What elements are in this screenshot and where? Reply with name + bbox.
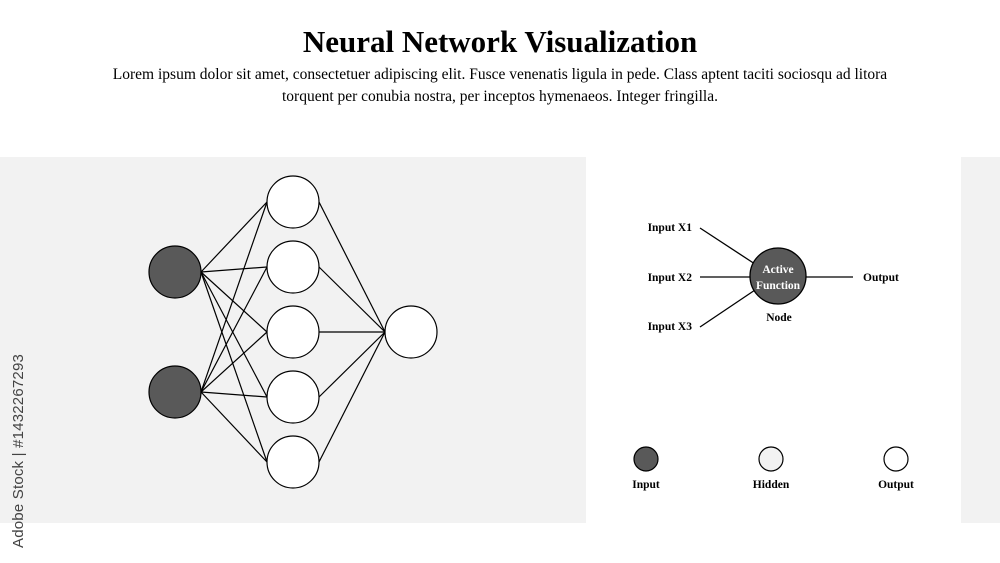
watermark: Adobe Stock | #1432267293 <box>10 353 27 548</box>
network-nodes <box>148 175 438 489</box>
node-detail-diagram: Input X1 Input X2 Input X3 Active Functi… <box>648 222 899 333</box>
legend-output-label: Output <box>878 479 914 491</box>
connection-hidden2-output1 <box>318 266 386 333</box>
connection-input2-hidden3 <box>200 331 268 393</box>
legend-input-label: Input <box>632 479 660 491</box>
hidden-node-5 <box>266 435 320 489</box>
hidden-node-3 <box>266 305 320 359</box>
legend-output-swatch <box>883 446 909 472</box>
connection-input2-hidden1 <box>200 201 268 393</box>
connection-input1-hidden1 <box>200 201 268 273</box>
legend: Input Hidden Output <box>632 446 914 491</box>
input-x2-label: Input X2 <box>648 272 693 284</box>
right-panel-strip <box>961 157 1000 523</box>
legend-hidden-swatch <box>758 446 784 472</box>
node-label: Node <box>766 312 792 324</box>
connection-input2-hidden4 <box>200 391 268 398</box>
input-x3-line <box>699 287 759 328</box>
input-node-2 <box>148 365 202 419</box>
connection-input1-hidden2 <box>200 266 268 273</box>
output-node-1 <box>384 305 438 359</box>
input-x3-label: Input X3 <box>648 321 693 333</box>
connection-hidden1-output1 <box>318 201 386 333</box>
connection-input2-hidden5 <box>200 391 268 463</box>
page-description: Lorem ipsum dolor sit amet, consectetuer… <box>112 66 888 105</box>
function-label-line2: Function <box>756 280 801 292</box>
connection-hidden4-output1 <box>318 331 386 398</box>
connection-hidden5-output1 <box>318 331 386 463</box>
output-label: Output <box>863 272 899 284</box>
connection-input1-hidden5 <box>200 271 268 463</box>
hidden-node-1 <box>266 175 320 229</box>
connection-input1-hidden3 <box>200 271 268 333</box>
input-node-1 <box>148 245 202 299</box>
page-title: Neural Network Visualization <box>302 24 698 59</box>
legend-input-swatch <box>633 446 659 472</box>
connection-input1-hidden4 <box>200 271 268 398</box>
input-x1-line <box>699 227 759 267</box>
function-label-line1: Active <box>762 264 793 276</box>
activation-node <box>749 247 807 305</box>
legend-hidden-label: Hidden <box>753 479 790 491</box>
input-x1-label: Input X1 <box>648 222 693 234</box>
connection-input2-hidden2 <box>200 266 268 393</box>
hidden-node-4 <box>266 370 320 424</box>
hidden-node-2 <box>266 240 320 294</box>
network-connections <box>200 201 386 463</box>
